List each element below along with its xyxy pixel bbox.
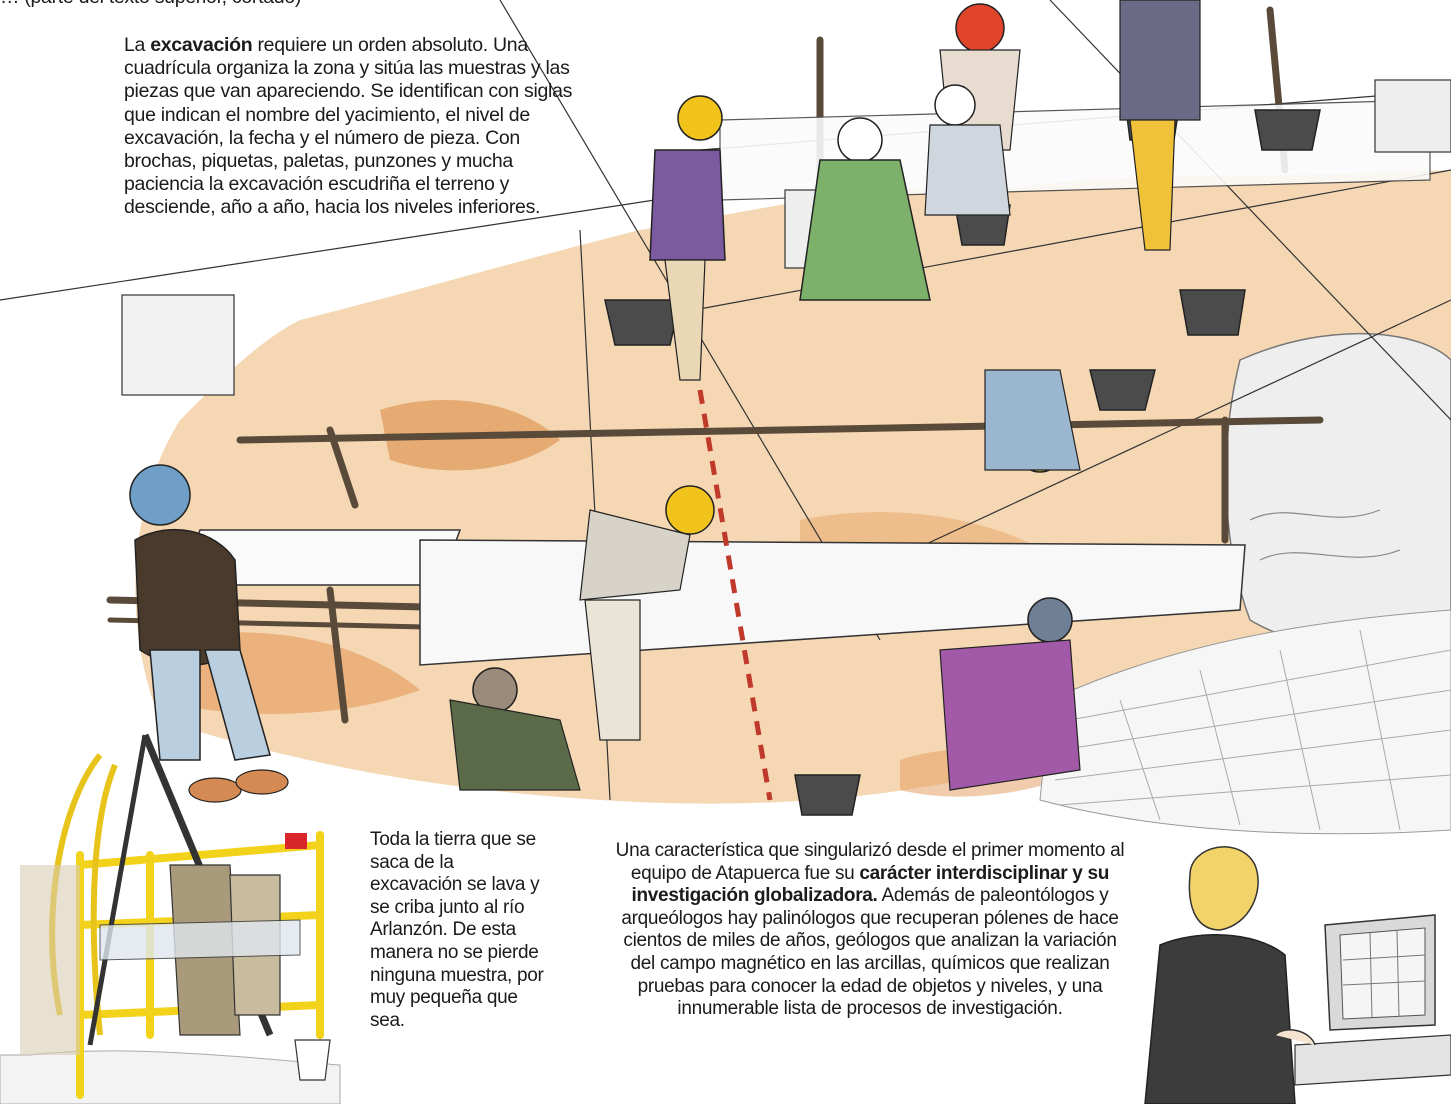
worker-blue-helmet bbox=[129, 464, 289, 803]
team-highlight: carácter interdisciplinar y su investiga… bbox=[631, 862, 1110, 907]
worker-center-bending bbox=[579, 485, 715, 741]
worker-purple-jacket bbox=[649, 95, 726, 381]
sieve-station-illustration bbox=[0, 733, 341, 1104]
worker-yellow-kneeling bbox=[984, 369, 1081, 473]
team-text-start: Una característica que singularizó desde… bbox=[615, 840, 1125, 884]
excavation-text-rest: requiere un orden absoluto. Una cuadrícu… bbox=[124, 34, 573, 219]
computer-researcher-illustration bbox=[1135, 835, 1451, 1104]
excavation-term: excavación bbox=[150, 34, 253, 56]
excavation-text-start: La bbox=[124, 34, 151, 56]
worker-green bbox=[799, 117, 931, 301]
worker-magenta bbox=[939, 597, 1081, 791]
team-description: Una característica que singularizó desde… bbox=[610, 840, 1130, 1021]
team-text-rest: Además de paleontólogos y arqueólogos ha… bbox=[621, 885, 1119, 1020]
sieving-description: Toda la tierra que se saca de la excavac… bbox=[370, 829, 544, 1031]
excavation-description: La excavación requiere un orden absoluto… bbox=[124, 34, 594, 220]
header-fragment: … (parte del texto superior, cortado) bbox=[0, 0, 520, 9]
